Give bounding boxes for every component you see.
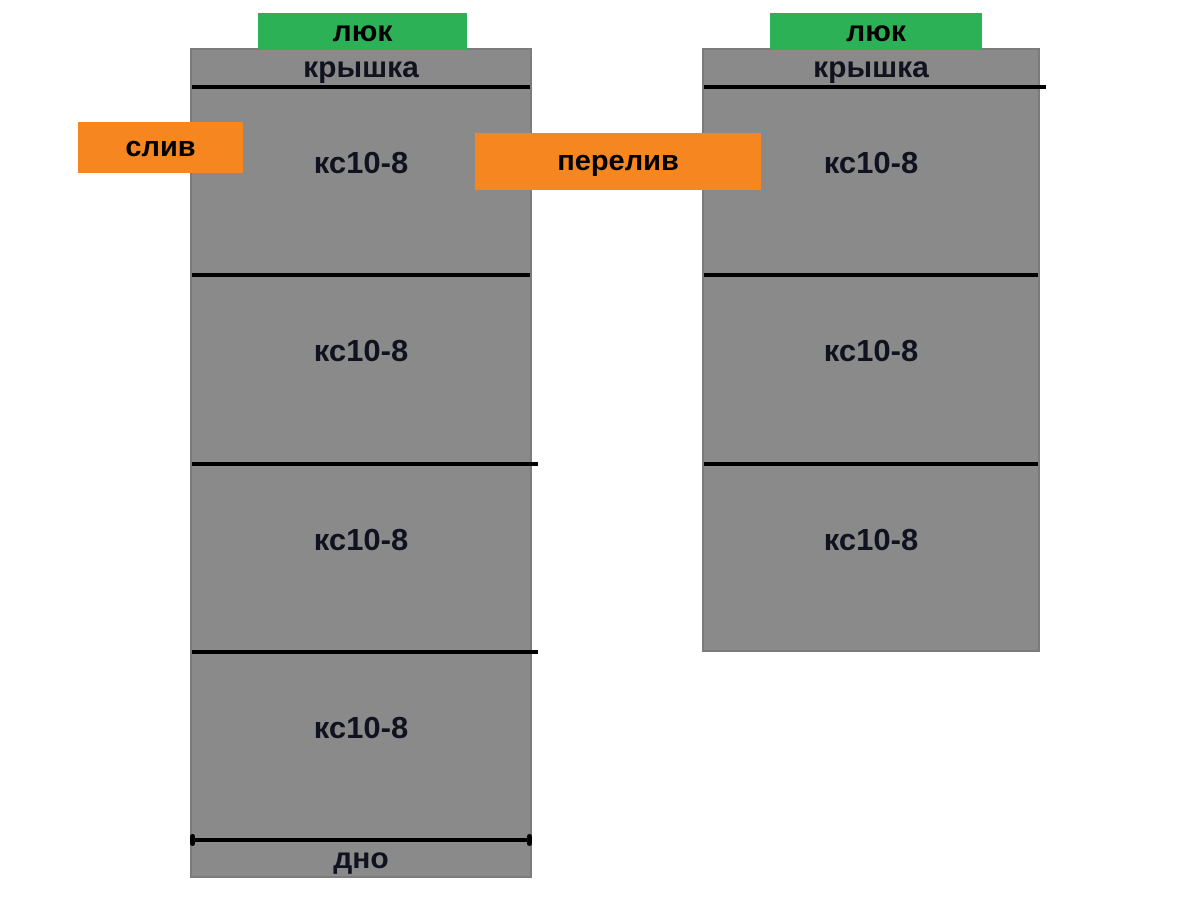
left-ring-2: кс10-8 bbox=[313, 333, 409, 369]
right-hatch-label: люк bbox=[770, 13, 982, 50]
joint-line bbox=[192, 461, 538, 466]
joint-line bbox=[192, 273, 530, 278]
left-hatch-label: люк bbox=[258, 13, 467, 50]
right-ring-2: кс10-8 bbox=[823, 333, 919, 369]
overflow-label: перелив bbox=[475, 133, 761, 190]
drain-label: слив bbox=[78, 122, 243, 173]
joint-line bbox=[192, 85, 530, 89]
joint-line bbox=[704, 273, 1038, 278]
left-cover-label: крышка bbox=[303, 50, 419, 84]
left-ring-3: кс10-8 bbox=[313, 521, 409, 557]
right-cover-label: крышка bbox=[813, 50, 929, 84]
left-ring-4: кс10-8 bbox=[313, 709, 409, 745]
joint-line bbox=[704, 85, 1046, 89]
joint-line bbox=[704, 461, 1038, 466]
left-ring-1: кс10-8 bbox=[313, 145, 409, 181]
left-bottom-label: дно bbox=[333, 842, 389, 875]
right-ring-3: кс10-8 bbox=[823, 521, 919, 557]
right-ring-1: кс10-8 bbox=[823, 145, 919, 181]
joint-line bbox=[192, 649, 538, 654]
bottom-joint-line bbox=[190, 834, 532, 846]
